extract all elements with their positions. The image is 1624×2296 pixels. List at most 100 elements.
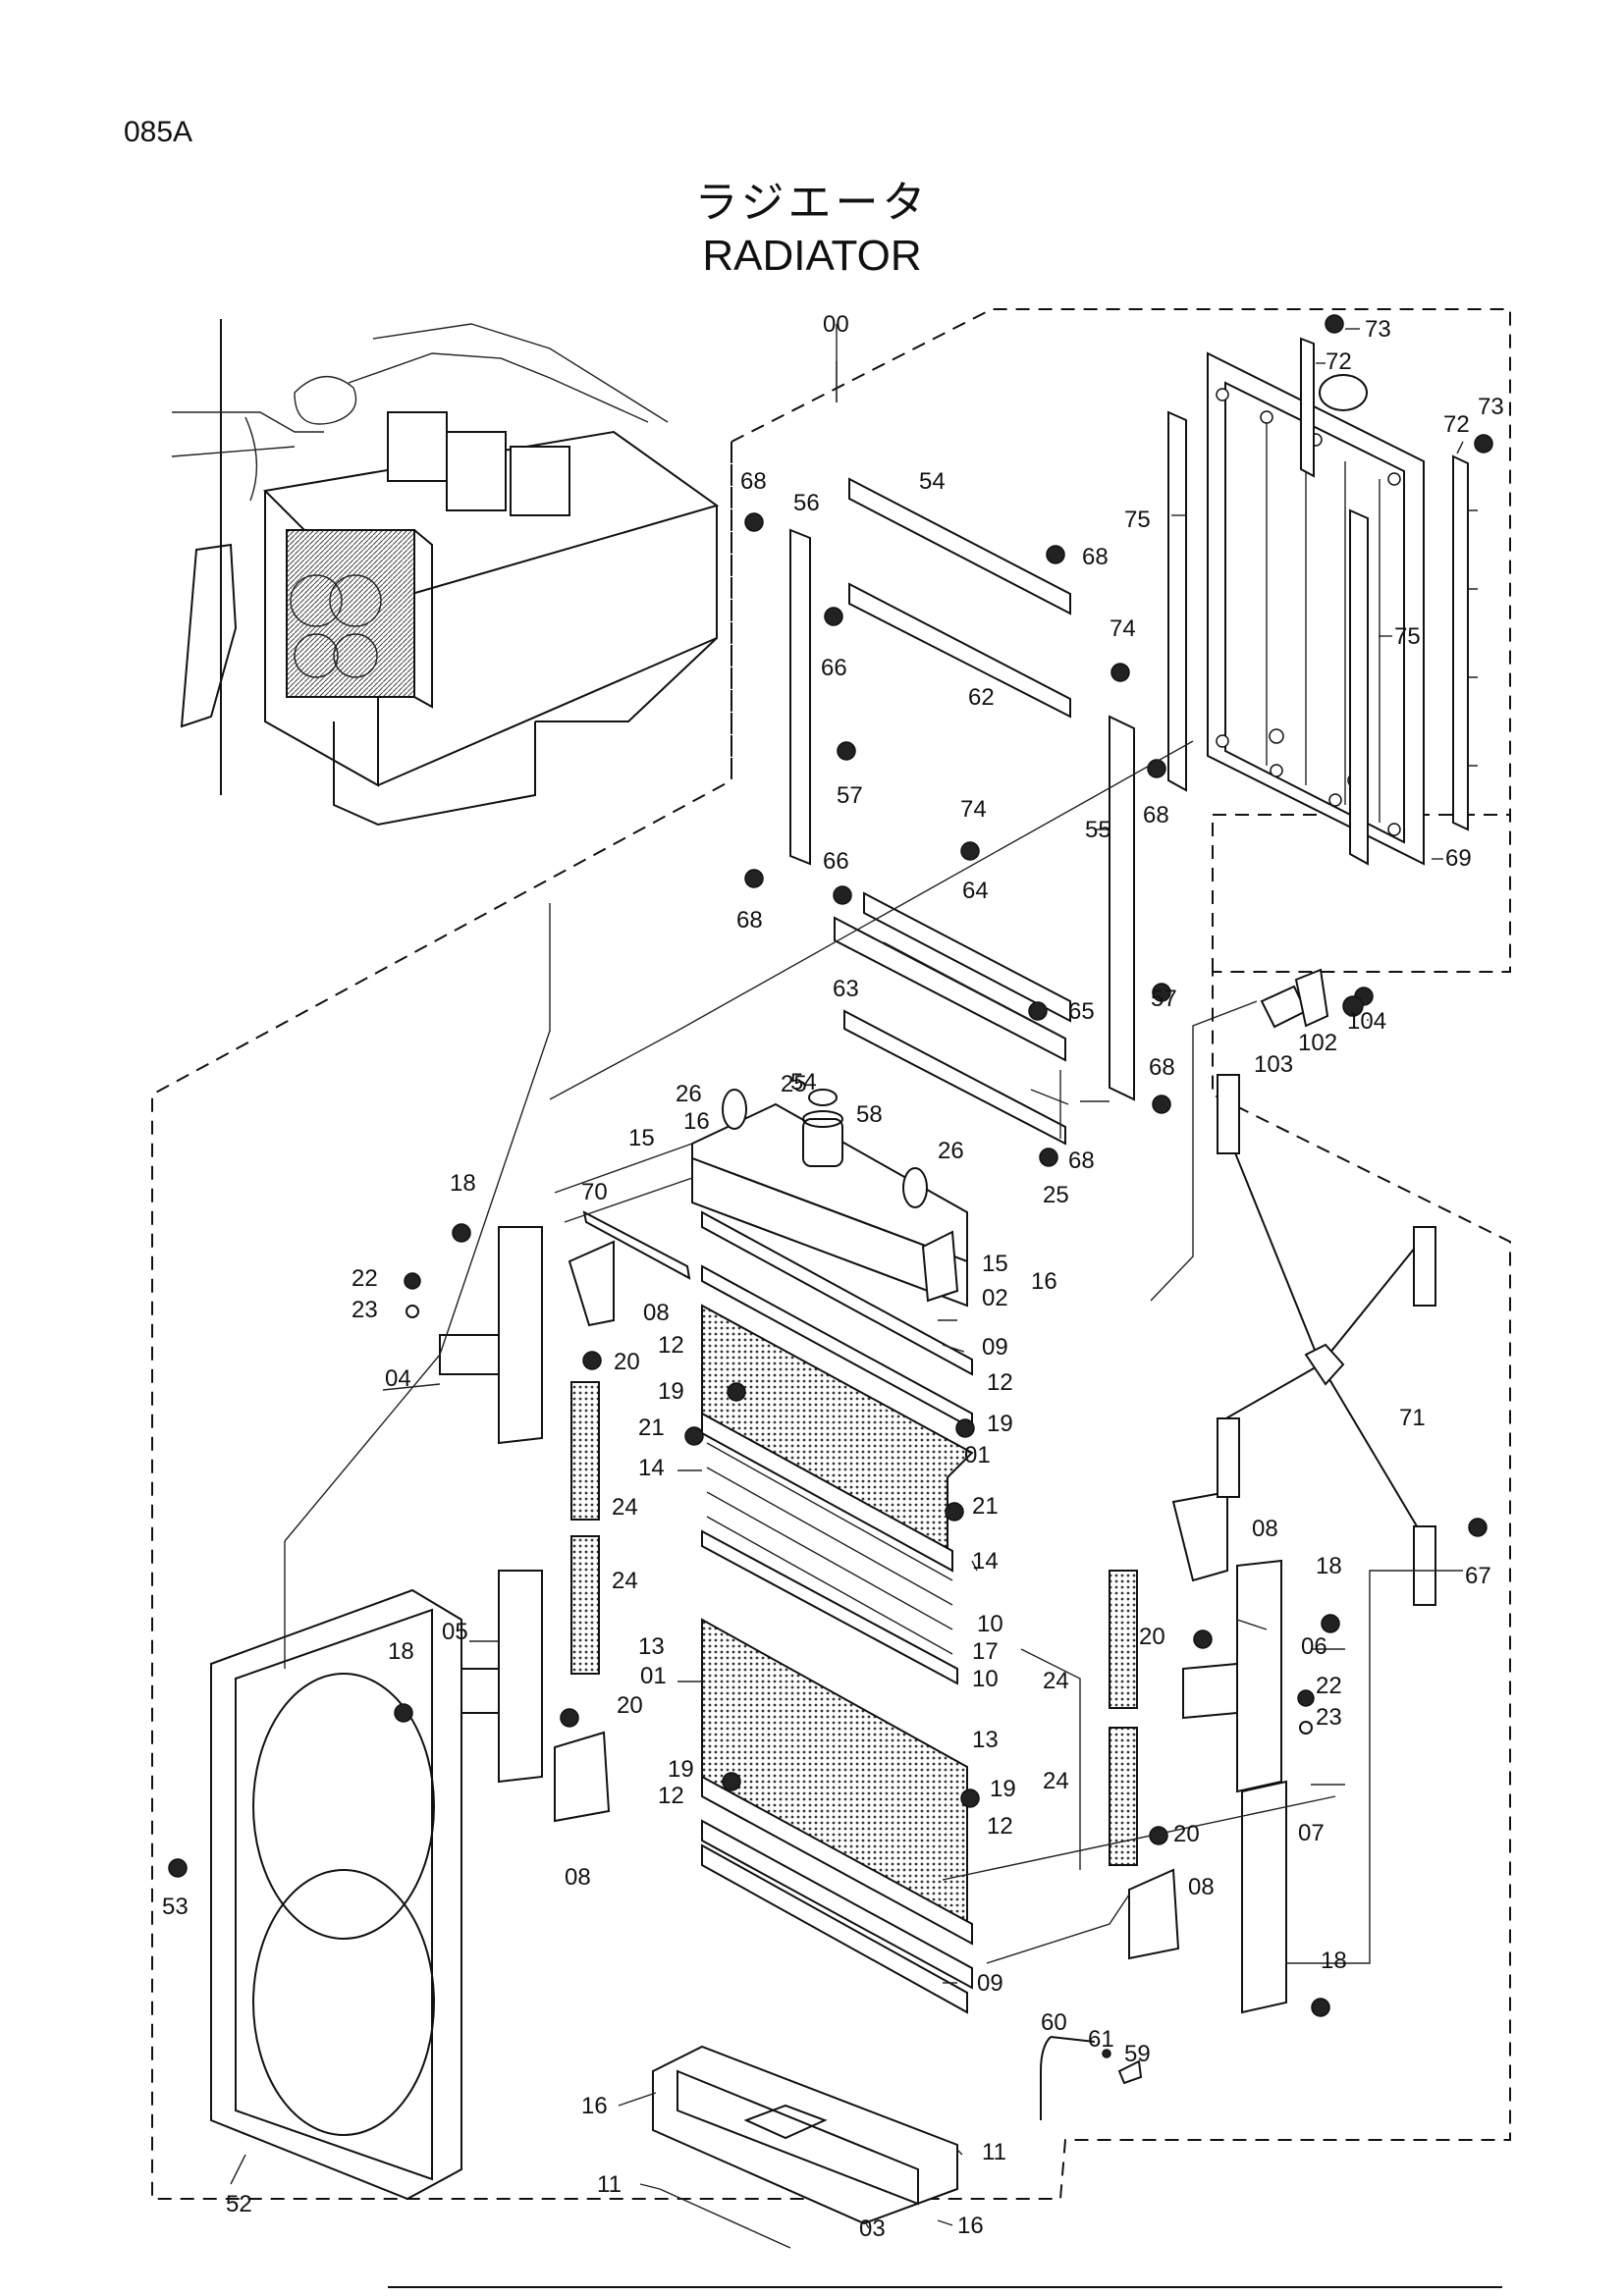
callout-08: 08: [565, 1864, 591, 1891]
callout-68: 68: [1082, 544, 1109, 570]
callout-20: 20: [614, 1349, 640, 1375]
right-side-brackets: [1109, 1490, 1287, 2014]
callout-18: 18: [1321, 1948, 1347, 1974]
callout-54: 54: [790, 1069, 817, 1095]
callout-21: 21: [972, 1493, 999, 1520]
callout-70: 70: [581, 1179, 608, 1205]
callout-12: 12: [987, 1369, 1013, 1396]
callout-22: 22: [352, 1265, 378, 1292]
callout-12: 12: [658, 1332, 684, 1359]
callout-13: 13: [638, 1633, 665, 1660]
radiator-core-stack: [701, 1210, 974, 2014]
callout-09: 09: [977, 1970, 1003, 1997]
callout-16: 16: [1031, 1268, 1057, 1295]
left-side-brackets: [439, 1210, 691, 1823]
callout-08: 08: [1188, 1874, 1215, 1900]
callout-23: 23: [1316, 1704, 1342, 1731]
callout-11: 11: [597, 2171, 622, 2198]
callout-57: 57: [1151, 986, 1177, 1012]
callout-68: 68: [740, 468, 767, 495]
callout-21: 21: [638, 1415, 665, 1441]
callout-60: 60: [1041, 2009, 1067, 2036]
callout-01: 01: [964, 1442, 991, 1468]
callout-09: 09: [982, 1334, 1008, 1361]
callout-20: 20: [1173, 1821, 1200, 1847]
callout-74: 74: [960, 796, 987, 823]
callout-12: 12: [658, 1783, 684, 1809]
page-code: 085A: [124, 116, 193, 148]
callout-75: 75: [1124, 507, 1151, 533]
fan-guard-71: [1217, 1074, 1436, 1606]
callout-20: 20: [617, 1692, 643, 1719]
callout-68: 68: [736, 907, 763, 934]
oil-cooler-69: [1167, 337, 1478, 866]
callout-10: 10: [977, 1611, 1003, 1637]
callout-17: 17: [972, 1638, 999, 1665]
callout-03: 03: [859, 2216, 886, 2242]
title-japanese: ラジエータ: [694, 179, 930, 227]
callout-69: 69: [1445, 845, 1472, 872]
callout-19: 19: [990, 1776, 1016, 1802]
callout-16: 16: [957, 2213, 984, 2239]
upper-frame-parts: [789, 477, 1135, 1146]
callout-59: 59: [1124, 2041, 1151, 2067]
callout-22: 22: [1316, 1673, 1342, 1699]
leader-lines: [230, 328, 1464, 2229]
callout-06: 06: [1301, 1633, 1327, 1660]
callout-16: 16: [581, 2093, 608, 2119]
callout-73: 73: [1478, 394, 1504, 420]
callout-63: 63: [833, 976, 859, 1002]
callout-23: 23: [352, 1297, 378, 1323]
callout-67: 67: [1465, 1563, 1491, 1589]
callout-13: 13: [972, 1727, 999, 1753]
callout-55: 55: [1085, 817, 1111, 843]
callout-05: 05: [442, 1619, 468, 1645]
callout-08: 08: [643, 1300, 670, 1326]
callout-18: 18: [450, 1170, 476, 1197]
callout-01: 01: [640, 1663, 667, 1689]
upper-tank-02: [691, 1089, 968, 1308]
callout-66: 66: [821, 655, 847, 681]
callout-24: 24: [612, 1494, 638, 1521]
callout-53: 53: [162, 1894, 189, 1920]
callout-102: 102: [1298, 1030, 1337, 1056]
callout-14: 14: [972, 1548, 999, 1575]
callout-24: 24: [1043, 1668, 1069, 1694]
callout-103: 103: [1254, 1051, 1293, 1078]
callout-02: 02: [982, 1285, 1008, 1311]
callout-25: 25: [781, 1071, 807, 1097]
callout-68: 68: [1143, 802, 1169, 828]
callout-65: 65: [1068, 998, 1095, 1025]
callout-11: 11: [982, 2139, 1006, 2165]
callout-16: 16: [683, 1108, 710, 1135]
machine-overview-sketch: [171, 319, 720, 827]
callout-25: 25: [1043, 1182, 1069, 1208]
callout-104: 104: [1347, 1008, 1386, 1035]
callout-26: 26: [676, 1081, 702, 1107]
lower-tank-03: [652, 2045, 958, 2249]
callout-75: 75: [1394, 623, 1421, 650]
callout-61: 61: [1088, 2026, 1114, 2053]
callout-66: 66: [823, 848, 849, 875]
callout-10: 10: [972, 1666, 999, 1692]
callout-26: 26: [938, 1138, 964, 1164]
callout-62: 62: [968, 684, 995, 711]
callout-14: 14: [638, 1455, 665, 1481]
callout-56: 56: [793, 490, 820, 516]
callout-19: 19: [987, 1411, 1013, 1437]
callout-24: 24: [612, 1568, 638, 1594]
callout-04: 04: [385, 1365, 411, 1392]
callout-20: 20: [1139, 1624, 1165, 1650]
callout-18: 18: [388, 1638, 414, 1665]
callout-19: 19: [668, 1756, 694, 1783]
callout-52: 52: [226, 2191, 252, 2217]
title-english: RADIATOR: [702, 232, 922, 280]
callout-labels: 00 73 72 72 73 68 56 54 68 75 75 66 62 7…: [162, 311, 1504, 2242]
callout-19: 19: [658, 1378, 684, 1405]
callout-57: 57: [837, 782, 863, 809]
callout-71: 71: [1399, 1405, 1426, 1431]
callout-24: 24: [1043, 1768, 1069, 1794]
callout-15: 15: [982, 1251, 1008, 1277]
